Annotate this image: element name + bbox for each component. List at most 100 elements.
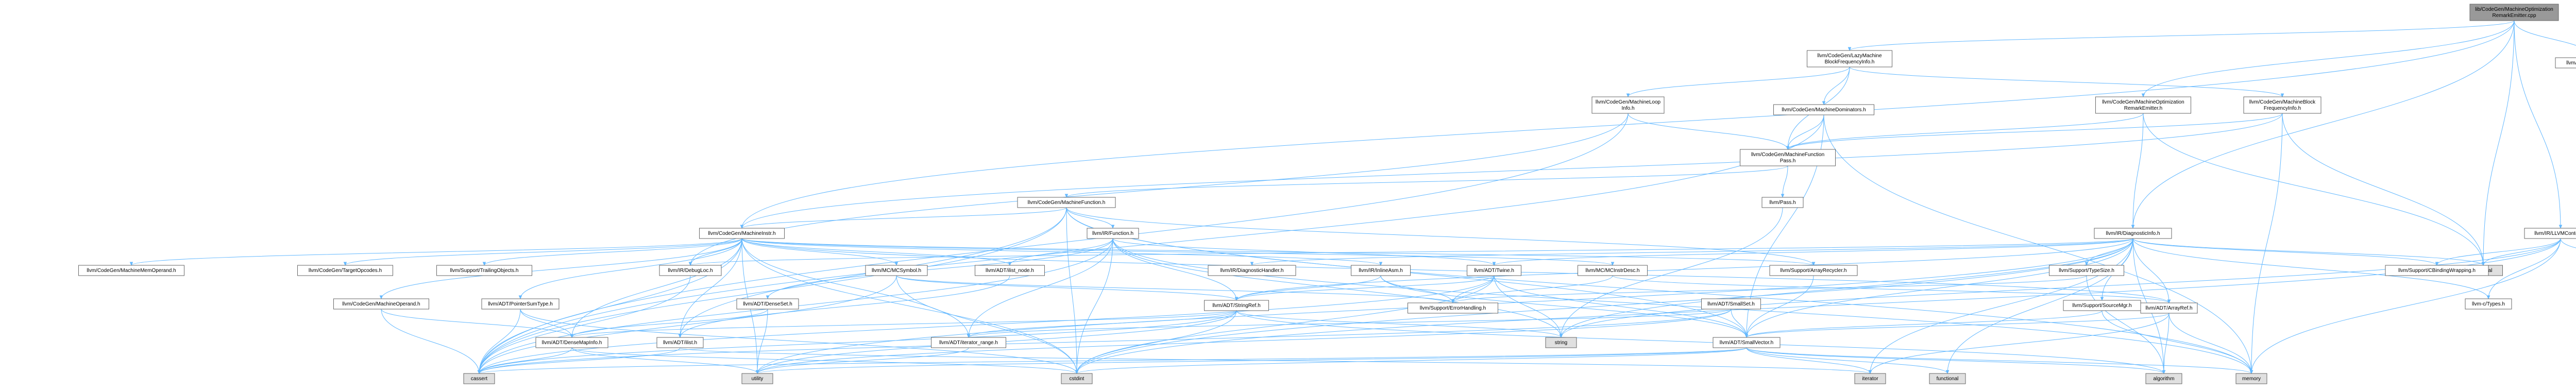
edge-pointersumtype-to-cassert	[479, 309, 521, 373]
node-label: llvm/CodeGen/MachineInstr.h	[708, 231, 775, 236]
edge-mfunction-to-memory	[1066, 207, 2251, 373]
edge-mfpass-to-mfunction	[1066, 165, 1788, 197]
edge-ilistnode-to-ilist	[680, 275, 1010, 337]
node-densemap[interactable]: llvm/ADT/DenseSet.h	[736, 298, 799, 310]
node-mopremark[interactable]: llvm/CodeGen/MachineOptimizationRemarkEm…	[2095, 96, 2191, 114]
edge-pointersumtype-to-densemapinfo	[520, 309, 572, 337]
node-mfunction[interactable]: llvm/CodeGen/MachineFunction.h	[1017, 197, 1116, 208]
node-box	[1204, 300, 1269, 311]
node-label: cstdint	[1070, 376, 1084, 382]
edge-twine-to-smallvector	[1494, 275, 1747, 337]
edge-smallvector-to-utility	[757, 347, 1747, 373]
node-memory[interactable]: memory	[2235, 373, 2267, 384]
node-arrayrecycler[interactable]: llvm/Support/ArrayRecycler.h	[1769, 265, 1858, 276]
node-box	[2555, 57, 2576, 69]
edges-layer	[131, 20, 2576, 373]
edge-diaginfo-to-smallvector	[1747, 238, 2133, 337]
node-box	[699, 228, 785, 239]
node-string[interactable]: string	[1545, 337, 1577, 348]
edge-minstr-to-arrayref	[741, 238, 2169, 303]
edge-diaginfo-to-cbindingwrap	[2132, 238, 2437, 265]
node-mmemoperand[interactable]: llvm/CodeGen/MachineMemOperand.h	[78, 265, 184, 276]
node-box	[1351, 265, 1411, 276]
node-moperand[interactable]: llvm/CodeGen/MachineOperand.h	[333, 298, 429, 310]
edge-mdominators-to-mfpass	[1788, 114, 1824, 149]
edge-mbfi-to-minstr	[742, 113, 2283, 228]
node-root[interactable]: lib/CodeGen/MachineOptimizationRemarkEmi…	[2469, 4, 2559, 21]
node-diaghandler[interactable]: llvm/IR/DiagnosticHandler.h	[1208, 265, 1296, 276]
node-debugloc[interactable]: llvm/IR/DebugLoc.h	[659, 265, 722, 276]
node-cstdint[interactable]: cstdint	[1061, 373, 1093, 384]
edge-mloopinfo-to-mfpass	[1628, 113, 1788, 149]
node-functional[interactable]: functional	[1929, 373, 1966, 384]
edge-diaginfo-to-twine	[1494, 238, 2133, 265]
node-lazymbfi[interactable]: llvm/CodeGen/LazyMachineBlockFrequencyIn…	[1807, 50, 1892, 67]
node-label: RemarkEmitter.h	[2124, 106, 2162, 111]
node-ilist[interactable]: llvm/ADT/ilist.h	[656, 337, 704, 348]
node-sourcemgr[interactable]: llvm/Support/SourceMgr.h	[2063, 300, 2141, 311]
node-box	[1467, 265, 1521, 276]
edge-arrayref-to-algorithm	[2164, 313, 2170, 373]
node-pointersumtype[interactable]: llvm/ADT/PointerSumType.h	[481, 298, 560, 310]
node-cbindingwrap[interactable]: llvm/Support/CBindingWrapping.h	[2385, 265, 2489, 276]
node-ctypes[interactable]: llvm-c/Types.h	[2465, 298, 2512, 310]
node-initpasses[interactable]: llvm/InitializePasses.h	[2555, 57, 2576, 69]
edge-llvmcontext-to-cstdint	[1077, 238, 2561, 373]
edge-llvmcontext-to-optional	[2483, 238, 2561, 265]
node-ilistnode[interactable]: llvm/ADT/ilist_node.h	[975, 265, 1045, 276]
node-box	[736, 298, 799, 310]
node-minstr[interactable]: llvm/CodeGen/MachineInstr.h	[699, 228, 785, 239]
node-arrayref[interactable]: llvm/ADT/ArrayRef.h	[2140, 302, 2198, 314]
edge-smallset-to-cassert	[479, 309, 1732, 373]
edge-mopremark-to-optional	[2143, 113, 2483, 265]
node-twine[interactable]: llvm/ADT/Twine.h	[1467, 265, 1521, 276]
edge-mdominators-to-memory	[1823, 114, 2251, 373]
node-targetopcodes[interactable]: llvm/CodeGen/TargetOpcodes.h	[297, 265, 393, 276]
node-box	[1208, 265, 1296, 276]
edge-sourcemgr-to-memory	[2102, 310, 2251, 373]
node-box	[333, 298, 429, 310]
node-errorhandling[interactable]: llvm/Support/ErrorHandling.h	[1408, 302, 1498, 314]
node-typesize[interactable]: llvm/Support/TypeSize.h	[2049, 265, 2124, 276]
node-label: string	[1555, 340, 1567, 346]
edge-moperand-to-densemapinfo	[381, 309, 572, 337]
node-box	[535, 337, 608, 348]
node-smallvector[interactable]: llvm/ADT/SmallVector.h	[1713, 337, 1781, 348]
node-mcinstrdesc[interactable]: llvm/MC/MCInstrDesc.h	[1578, 265, 1648, 276]
node-label: llvm-c/Types.h	[2472, 301, 2505, 307]
node-stringref[interactable]: llvm/ADT/StringRef.h	[1204, 300, 1269, 311]
node-mcsymbol[interactable]: llvm/MC/MCSymbol.h	[865, 265, 928, 276]
node-densemapinfo[interactable]: llvm/ADT/DenseMapInfo.h	[535, 337, 608, 348]
edge-irfunction-to-iteratorrange	[969, 238, 1113, 337]
edge-smallset-to-iteratorrange	[969, 309, 1732, 337]
edge-sourcemgr-to-smallvector	[1747, 310, 2103, 337]
node-label: llvm/ADT/ilist_node.h	[986, 268, 1034, 274]
node-box	[1017, 197, 1116, 208]
node-diaginfo[interactable]: llvm/IR/DiagnosticInfo.h	[2094, 228, 2172, 239]
node-pass[interactable]: llvm/Pass.h	[1761, 197, 1804, 208]
node-iterator[interactable]: iterator	[1854, 373, 1886, 384]
node-llvmcontext[interactable]: llvm/IR/LLVMContext.h	[2524, 228, 2576, 239]
node-iteratorrange[interactable]: llvm/ADT/iterator_range.h	[931, 337, 1006, 348]
node-label: llvm/ADT/Twine.h	[1474, 268, 1514, 274]
node-irfunction[interactable]: llvm/IR/Function.h	[1087, 228, 1139, 239]
node-label: llvm/Support/CBindingWrapping.h	[2398, 268, 2476, 274]
node-utility[interactable]: utility	[741, 373, 773, 384]
node-mdominators[interactable]: llvm/CodeGen/MachineDominators.h	[1773, 104, 1874, 115]
edge-irfunction-to-stringref	[1112, 238, 1236, 300]
node-trailingobjects[interactable]: llvm/Support/TrailingObjects.h	[436, 265, 532, 276]
node-label: llvm/IR/LLVMContext.h	[2534, 231, 2576, 236]
node-box	[2243, 96, 2321, 114]
edge-inlineasm-to-smallvector	[1380, 275, 1747, 337]
edge-arrayrecycler-to-smallvector	[1747, 275, 1814, 337]
edge-densemapinfo-to-cstdint	[571, 347, 1077, 373]
node-cassert[interactable]: cassert	[463, 373, 495, 384]
node-smallset[interactable]: llvm/ADT/SmallSet.h	[1701, 298, 1761, 310]
node-algorithm[interactable]: algorithm	[2145, 373, 2182, 384]
node-inlineasm[interactable]: llvm/IR/InlineAsm.h	[1351, 265, 1411, 276]
edge-stringref-to-cstdint	[1077, 310, 1237, 373]
edge-densemapinfo-to-cassert	[479, 347, 572, 373]
